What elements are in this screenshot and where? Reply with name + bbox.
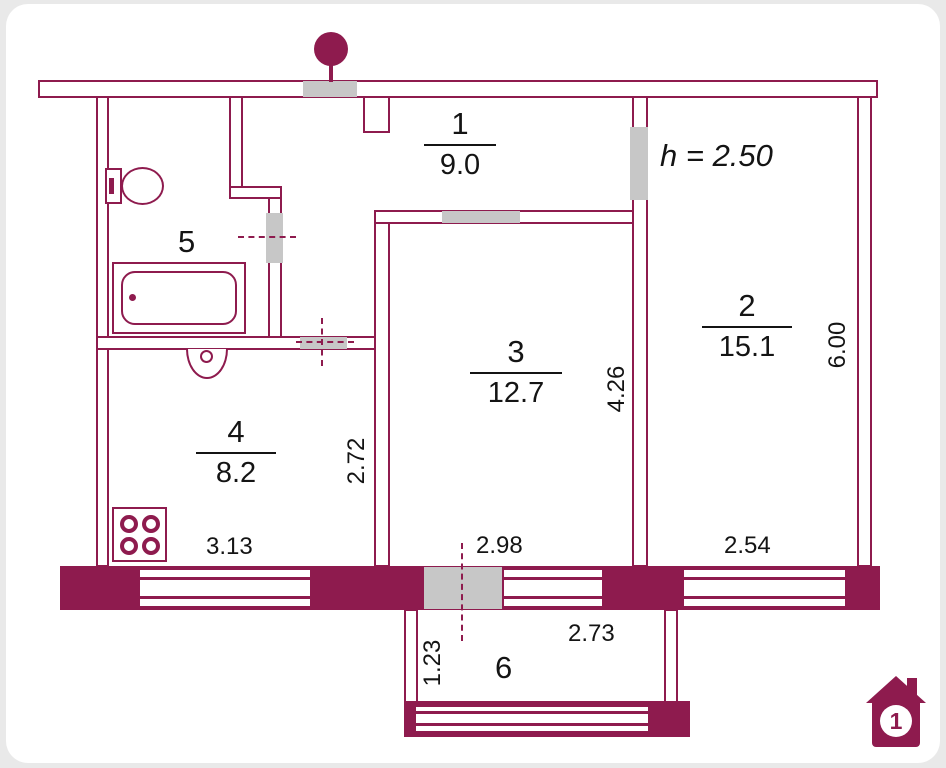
wall-right-exterior — [857, 96, 872, 567]
bathtub-drain — [129, 294, 136, 301]
dim-room3-width: 2.98 — [476, 532, 523, 559]
window-glass-line — [684, 577, 845, 580]
stove-burner — [120, 515, 138, 533]
room3-label: 3 12.7 — [470, 335, 562, 409]
stove-burner — [120, 537, 138, 555]
balcony-door — [424, 567, 502, 609]
room3-number: 3 — [470, 335, 562, 374]
bathroom-door — [266, 213, 283, 263]
wall-top-exterior — [38, 80, 878, 98]
room4-area: 8.2 — [215, 456, 257, 489]
house-badge-icon: 1 — [866, 676, 926, 748]
bathroom-door-axis — [238, 236, 296, 238]
dim-balcony-width: 2.73 — [568, 620, 615, 647]
entrance-door — [303, 81, 357, 97]
kitchen-door-axis-vertical — [321, 318, 323, 366]
wall-left-exterior — [96, 96, 109, 567]
room1-label: 1 9.0 — [424, 107, 496, 181]
window-glass-line — [140, 596, 310, 599]
wall-balcony-left — [404, 609, 418, 705]
ceiling-height-note: h = 2.50 — [660, 138, 773, 173]
room4-label: 4 8.2 — [196, 415, 276, 489]
window-glass-line — [504, 577, 602, 580]
window-glass-line — [684, 596, 845, 599]
room3-window — [504, 570, 602, 606]
dim-room2-depth: 6.00 — [824, 321, 851, 369]
dim-balcony-depth: 1.23 — [419, 639, 446, 687]
house-badge-number: 1 — [880, 705, 912, 737]
dim-room3-depth: 4.26 — [603, 365, 630, 413]
window-glass-line — [504, 596, 602, 599]
kitchen-window — [140, 570, 310, 606]
plan-canvas — [6, 4, 940, 763]
toilet-bowl-icon — [121, 167, 164, 205]
sink-tap-icon — [200, 350, 213, 363]
wall-room3-left — [374, 210, 390, 567]
bathtub-inner — [121, 271, 237, 325]
wall-wc-vertical-upper — [229, 96, 243, 198]
wall-wc-step — [229, 186, 282, 199]
wall-entry-stub — [363, 96, 390, 133]
kitchen-door-axis — [296, 341, 354, 343]
riser-circle-icon — [314, 32, 348, 66]
balcony-door-axis — [461, 543, 463, 641]
room5-number: 5 — [178, 224, 196, 259]
room1-number: 1 — [424, 107, 496, 146]
dim-room4-width: 3.13 — [206, 533, 253, 560]
stove-icon — [112, 507, 167, 562]
room2-label: 2 15.1 — [702, 289, 792, 363]
toilet-tank-mark — [109, 178, 114, 194]
dim-hall-depth: 2.72 — [343, 437, 370, 485]
dim-room2-width: 2.54 — [724, 532, 771, 559]
balcony-window — [416, 707, 648, 731]
room1-area: 9.0 — [439, 148, 481, 181]
house-roof — [866, 676, 926, 703]
stove-burner — [142, 515, 160, 533]
kitchen-door — [300, 337, 347, 349]
wall-balcony-right — [664, 609, 678, 705]
room2-number: 2 — [702, 289, 792, 328]
room2-area: 15.1 — [718, 330, 776, 363]
stove-burner — [142, 537, 160, 555]
window-glass-line — [140, 577, 310, 580]
room3-area: 12.7 — [487, 376, 545, 409]
room2-window — [684, 570, 845, 606]
room4-number: 4 — [196, 415, 276, 454]
window-glass-line — [416, 711, 648, 714]
room3-door — [442, 211, 520, 223]
window-glass-line — [416, 723, 648, 726]
room2-door — [630, 127, 648, 200]
riser-stem — [329, 64, 333, 82]
room6-number: 6 — [495, 650, 513, 685]
